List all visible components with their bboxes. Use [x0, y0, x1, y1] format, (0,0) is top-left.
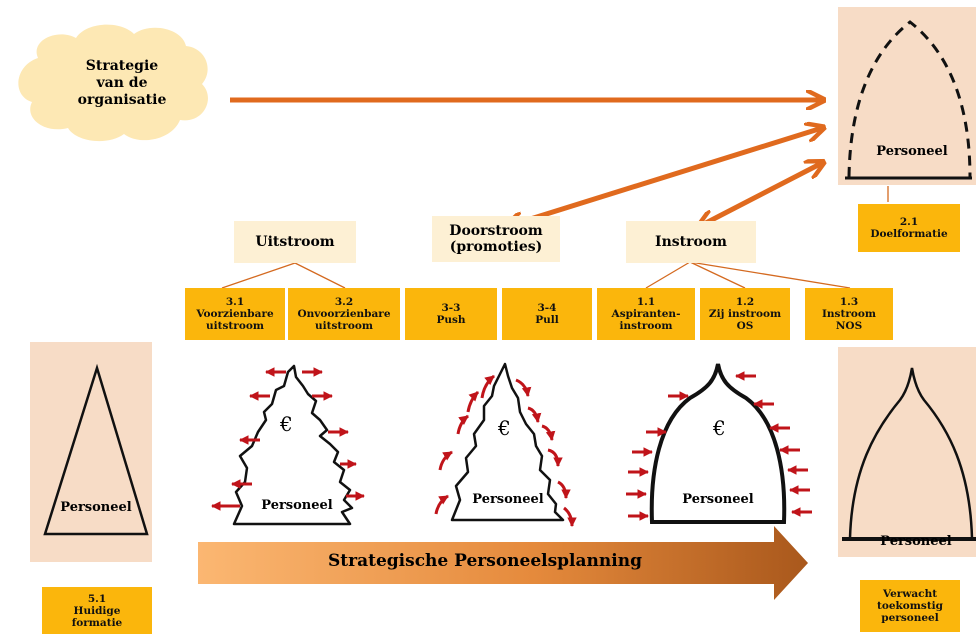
doorstroom-personeel-label: Personeel	[472, 492, 544, 507]
uitstroom-category: Uitstroom	[234, 221, 356, 263]
uitstroom-arrows	[211, 367, 365, 511]
target-formation-panel	[838, 7, 976, 185]
doorstroom-category: Doorstroom (promoties)	[432, 216, 560, 262]
doorstroom-arrows	[434, 374, 577, 527]
strategy-cloud	[18, 24, 208, 142]
doorstroom-shape	[450, 362, 565, 522]
target-personeel-label: Personeel	[876, 144, 948, 159]
current-triangle-shape	[43, 363, 149, 536]
strategy-cloud-label: Strategie van de organisatie	[77, 58, 167, 108]
planning-banner-label: Strategische Personeelsplanning	[328, 551, 642, 571]
uitstroom-shape	[232, 364, 354, 526]
target-dome-shape	[845, 20, 972, 180]
current-formation-panel	[30, 342, 152, 562]
uitstroom-euro-label: €	[280, 412, 293, 436]
doorstroom-euro-label: €	[498, 416, 511, 440]
instroom-personeel-label: Personeel	[682, 492, 754, 507]
instroom-category: Instroom	[626, 221, 756, 263]
expected-dome-shape	[842, 367, 976, 541]
instroom-euro-label: €	[713, 416, 726, 440]
expected-personeel-label: Personeel	[880, 534, 952, 549]
instroom-arrows	[626, 371, 812, 521]
doorstroom-target-arrow	[508, 128, 822, 226]
uitstroom-personeel-label: Personeel	[261, 498, 333, 513]
expected-formation-panel	[838, 347, 976, 557]
instroom-target-arrow	[700, 163, 822, 226]
current-personeel-label: Personeel	[60, 500, 132, 515]
tree-connectors	[221, 186, 889, 289]
planning-banner-arrow	[198, 526, 808, 600]
